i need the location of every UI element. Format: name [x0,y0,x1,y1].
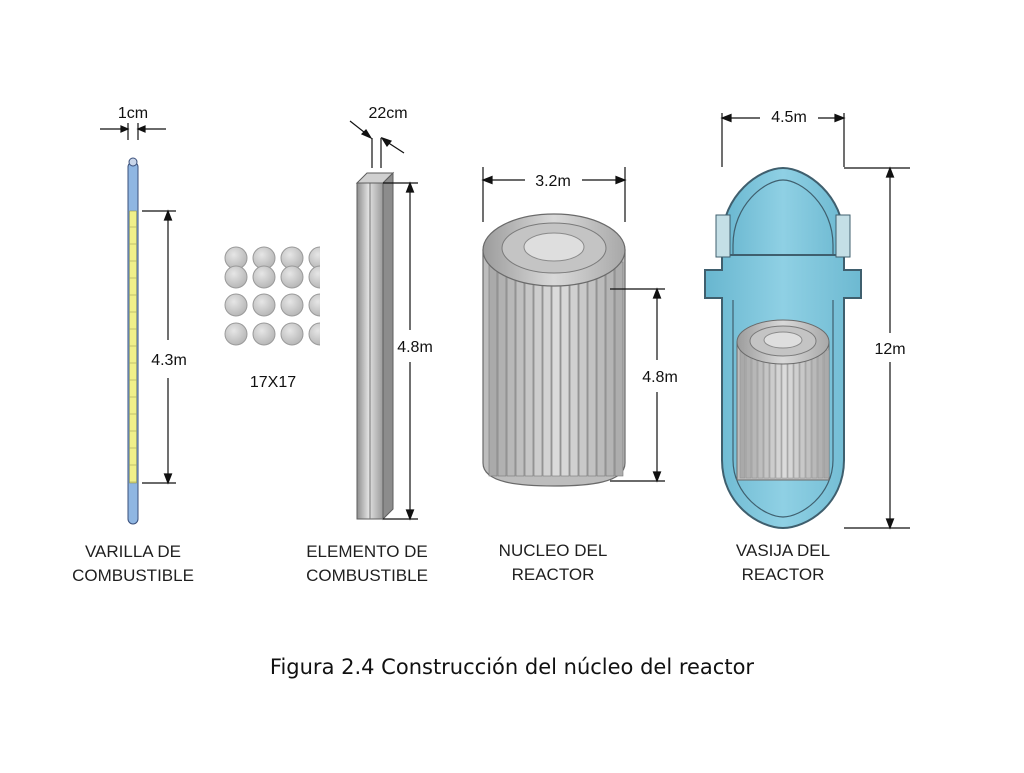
core-assembly-column [587,261,597,477]
fuel-assembly-length-label: 4.8m [397,339,433,356]
reactor-core-height-label: 4.8m [642,369,678,386]
reactor-vessel [704,166,862,530]
fuel-pellet-stack [129,210,137,484]
core-assembly-column [614,261,624,477]
core-assembly-column [578,261,588,477]
reactor-core [482,213,626,487]
lattice-rod [308,322,320,346]
lattice-rod [308,293,320,317]
reactor-vessel-height-label: 12m [874,341,905,358]
fuel-rod-length-dimension [142,209,176,485]
fuel-rod-label-line2: COMBUSTIBLE [72,566,194,585]
reactor-vessel-flange-right [835,214,851,258]
reactor-core-width-dimension [481,167,627,222]
core-assembly-column [488,261,498,477]
core-assembly-column [515,261,525,477]
reactor-vessel-flange-left [715,214,731,258]
reactor-core-top-center [523,232,585,262]
reactor-vessel-head-inner [732,179,834,255]
lattice-rod [224,293,248,317]
fuel-pellet-dividers [129,226,137,483]
core-assembly-column [596,261,606,477]
core-assembly-column [551,261,561,477]
lattice-rod [224,322,248,346]
core-assembly-column [524,261,534,477]
reactor-core-assemblies [482,249,626,487]
fuel-rod-lattice [224,246,320,346]
fuel-rod-cap [128,157,138,167]
core-assembly-column [560,261,570,477]
lattice-rod [280,293,304,317]
lattice-rod [308,246,320,270]
fuel-rod-width-dimension [100,123,166,140]
reactor-vessel-width-label: 4.5m [771,109,807,126]
lattice-rod [308,265,320,289]
reactor-vessel-height-dimension [844,166,910,530]
fuel-rod [127,157,139,525]
reactor-vessel-inner-wall [732,300,834,518]
lattice-rod [252,322,276,346]
lattice-rod [280,265,304,289]
core-assembly-column [605,261,615,477]
core-assembly-column [569,261,579,477]
fuel-assembly-width-label: 22cm [368,105,407,122]
reactor-core-width-label: 3.2m [535,173,571,190]
reactor-core-label-line2: REACTOR [512,565,595,584]
fuel-assembly [355,171,395,521]
reactor-vessel-label-line1: VASIJA DEL [736,541,830,560]
lattice-rod [224,265,248,289]
fuel-assembly-label-line1: ELEMENTO DE [306,542,428,561]
fuel-assembly-label-line2: COMBUSTIBLE [306,566,428,585]
core-assembly-column [542,261,552,477]
fuel-rod-label-line1: VARILLA DE [85,542,181,561]
core-assembly-column [533,261,543,477]
fuel-rod-length-label: 4.3m [151,352,187,369]
lattice-rod [252,293,276,317]
fuel-rod-width-label: 1cm [118,105,148,122]
reactor-vessel-label-line2: REACTOR [742,565,825,584]
reactor-core-label-line1: NUCLEO DEL [499,541,608,560]
reactor-vessel-width-dimension [720,113,846,167]
core-assembly-column [506,261,516,477]
fuel-assembly-length-dimension [383,181,418,521]
reactor-core-height-dimension [610,287,665,483]
fuel-assembly-width-dimension [349,120,405,168]
core-assembly-column [497,261,507,477]
figure-caption: Figura 2.4 Construcción del núcleo del r… [269,655,755,679]
reactor-vessel-head [721,166,845,256]
fuel-assembly-side [382,171,394,521]
lattice-rod [280,322,304,346]
lattice-label: 17X17 [250,374,296,391]
lattice-rod [252,265,276,289]
